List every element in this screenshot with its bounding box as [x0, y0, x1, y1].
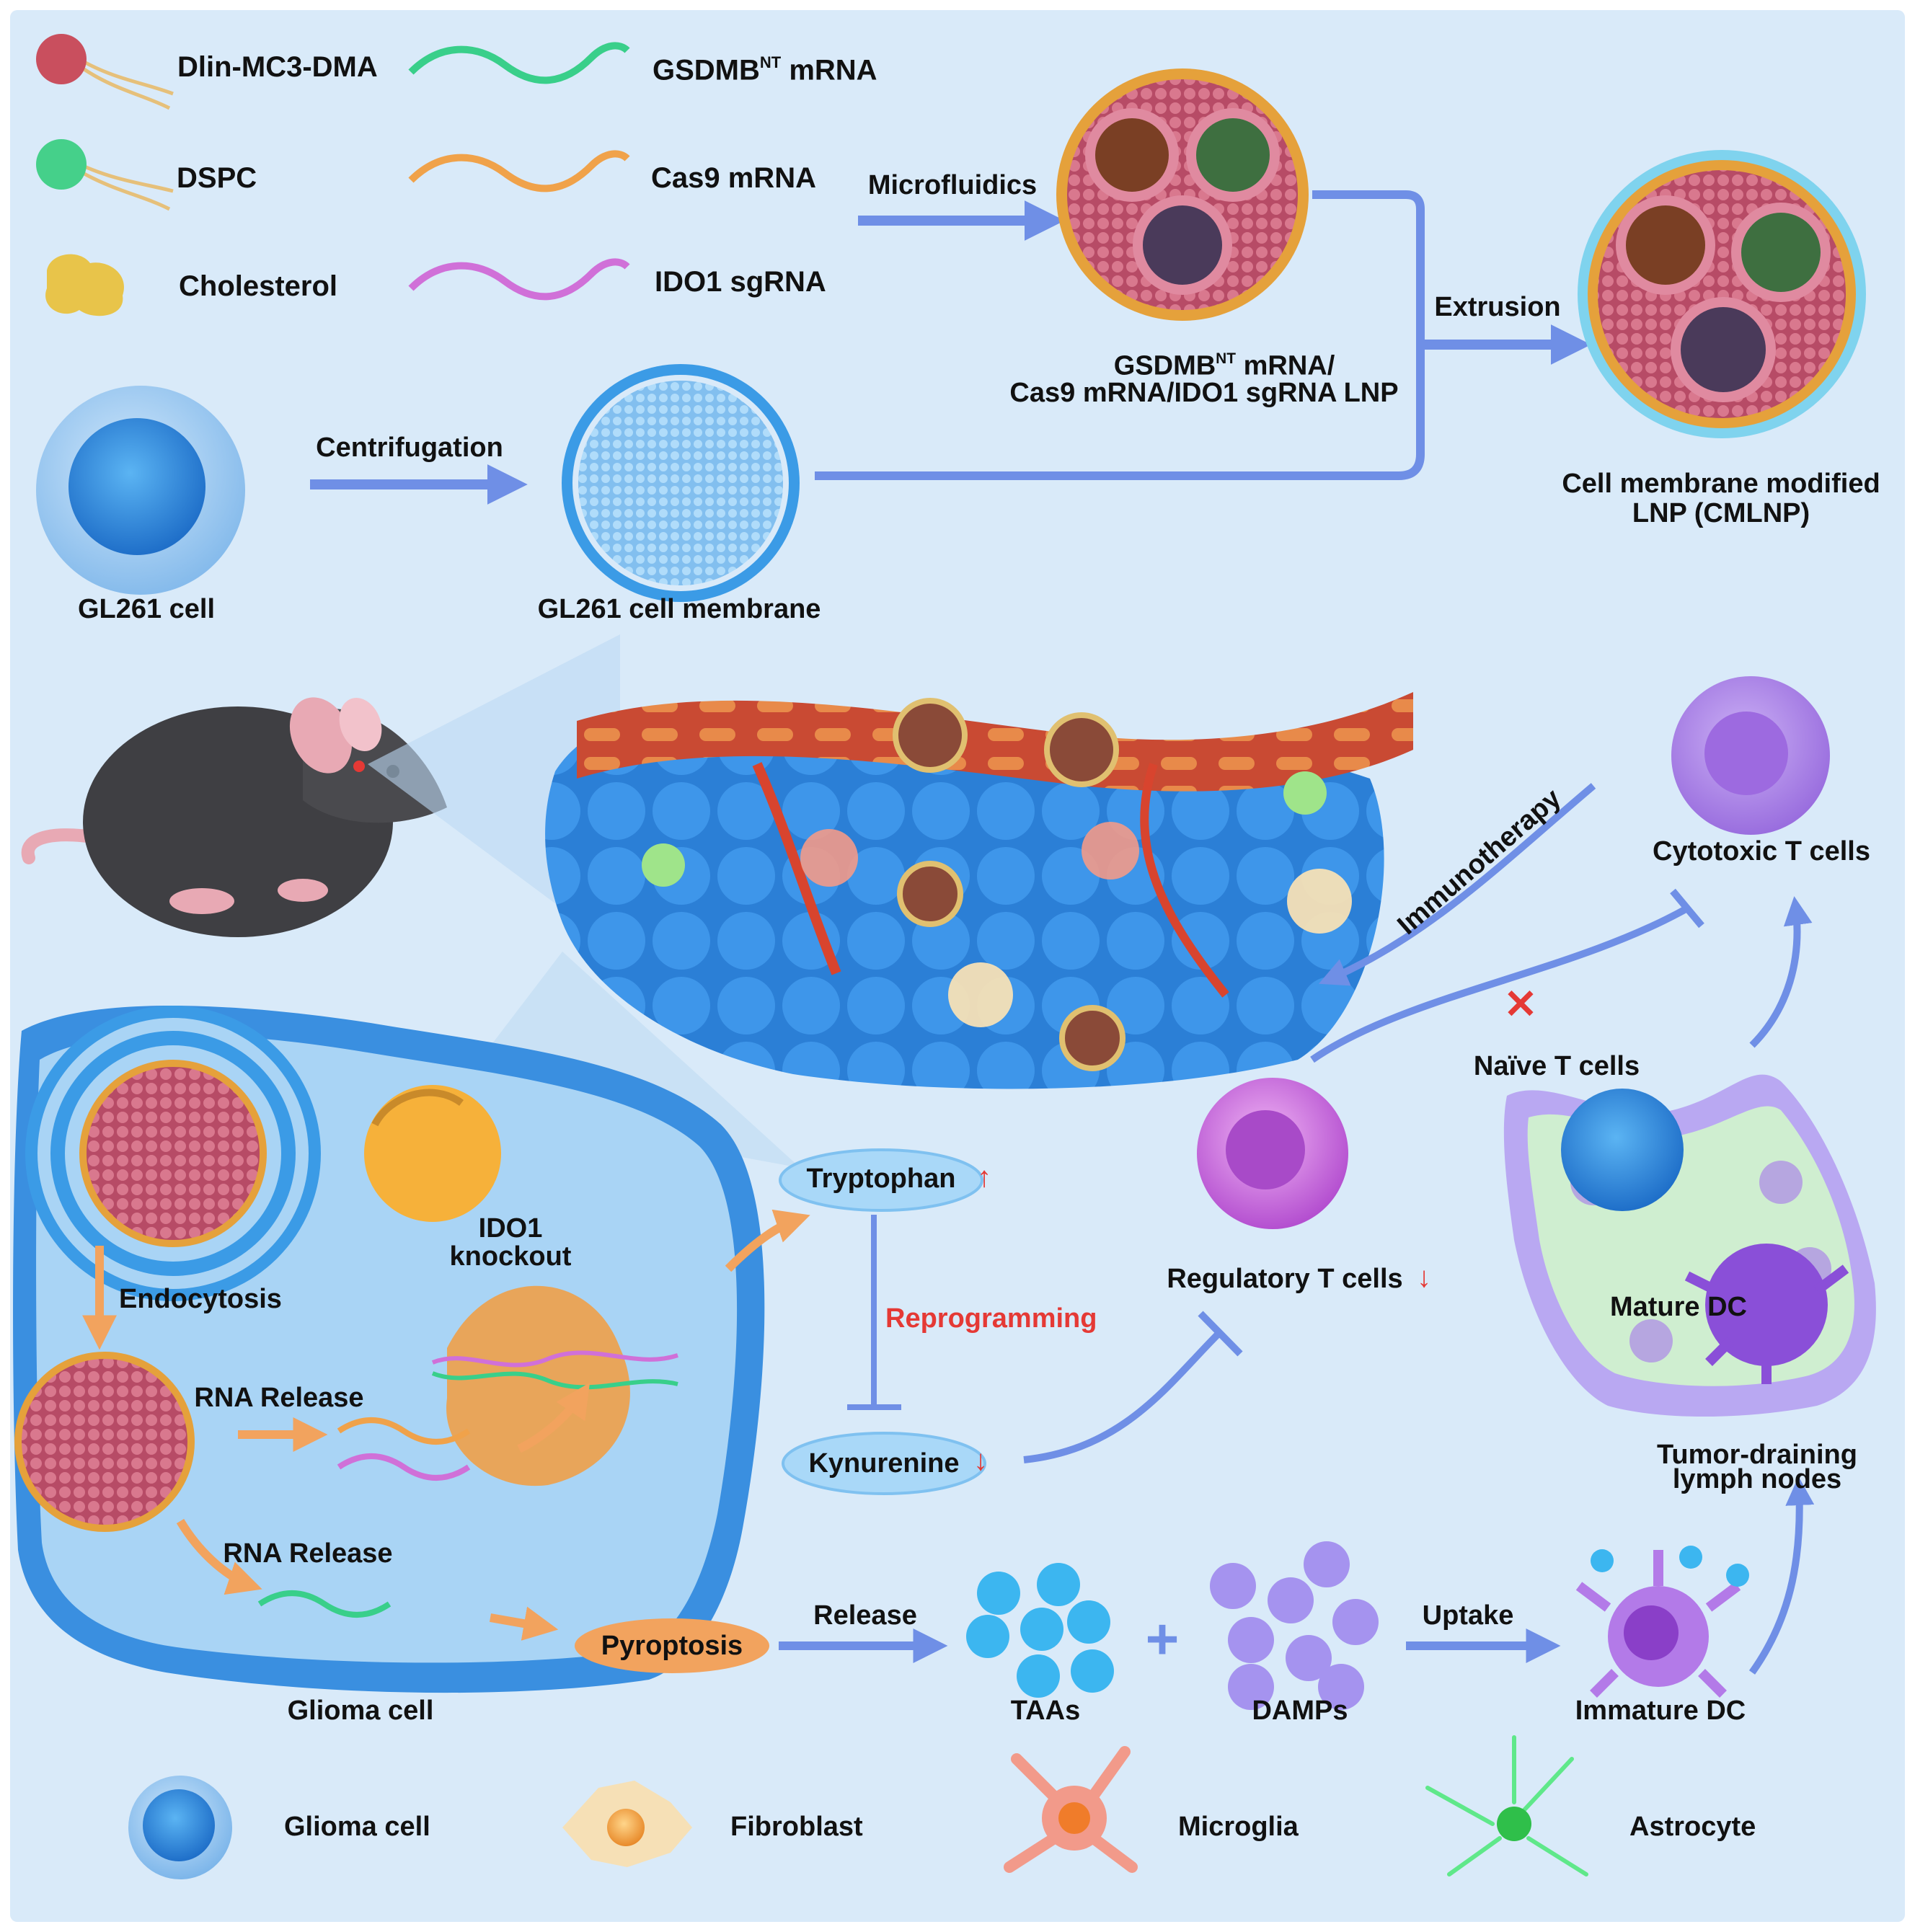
cas9-mrna-label: Cas9 mRNA: [651, 162, 816, 194]
dlin-label: Dlin-MC3-DMA: [177, 51, 378, 83]
taas-cluster: [966, 1563, 1114, 1698]
cytotoxic-t-cell-icon: [1671, 676, 1830, 835]
kynurenine-node: [782, 1432, 986, 1495]
cas9-mrna-icon: [408, 150, 630, 192]
release-label: Release: [813, 1600, 917, 1631]
kynurenine-label: Kynurenine: [808, 1448, 960, 1479]
legend-astrocyte-label: Astrocyte: [1629, 1812, 1756, 1842]
cytotoxic-t-label: Cytotoxic T cells: [1653, 836, 1870, 867]
mature-dc-label: Mature DC: [1609, 1292, 1748, 1322]
immunotherapy-arrow: [1318, 783, 1596, 986]
uptake-label: Uptake: [1422, 1600, 1514, 1631]
extrusion-label: Extrusion: [1434, 292, 1561, 322]
tdln-label-line1: Tumor-draining: [1657, 1440, 1857, 1470]
regulatory-t-down-arrow: ↓: [1417, 1262, 1431, 1293]
lnp-to-extrusion-connector: [815, 190, 1425, 480]
legend-microglia-icon: [1004, 1746, 1138, 1873]
regulatory-t-label: Regulatory T cells: [1167, 1264, 1403, 1294]
damps-label: DAMPs: [1252, 1696, 1348, 1726]
immature-dc-label: Immature DC: [1575, 1696, 1746, 1726]
gl261-cell-label: GL261 cell: [77, 594, 216, 624]
ido1-sgrna-icon: [408, 258, 630, 301]
gl261-membrane-vesicle: [562, 364, 800, 602]
damps-cluster: [1210, 1541, 1379, 1710]
immature-dc-icon: [1575, 1546, 1749, 1698]
cholesterol-label: Cholesterol: [179, 270, 338, 302]
legend-fibroblast-icon: [562, 1781, 692, 1867]
tryptophan-up-arrow: ↑: [977, 1161, 991, 1193]
ido1-knockout-line1: IDO1: [478, 1213, 543, 1244]
microfluidics-label: Microfluidics: [867, 170, 1038, 200]
lnp-label-line2: Cas9 mRNA/IDO1 sgRNA LNP: [1009, 378, 1399, 408]
cmlnp-label-line2: LNP (CMLNP): [1632, 498, 1810, 528]
lnp-particle: [1056, 68, 1309, 321]
plus-sign: +: [1145, 1607, 1180, 1671]
cmlnp-particle: [1578, 150, 1866, 438]
rna-release-arrow-2: [176, 1518, 262, 1595]
kynurenine-down-arrow: ↓: [973, 1445, 988, 1476]
legend-glioma-label: Glioma cell: [284, 1812, 430, 1842]
to-pyroptosis-arrow: [489, 1606, 559, 1641]
pyroptosis-node: [575, 1618, 769, 1673]
regulatory-t-cell-icon: [1197, 1078, 1348, 1229]
ido1-sgrna-label: IDO1 sgRNA: [655, 266, 826, 298]
rna-release-label-2: RNA Release: [223, 1538, 393, 1569]
treg-to-cytotoxic-bar: [1670, 888, 1704, 929]
ido1-knockout-line2: knockout: [449, 1241, 572, 1272]
tryptophan-label: Tryptophan: [806, 1164, 956, 1194]
dspc-lipid-icon: [36, 139, 174, 211]
treg-to-cytotoxic-inhibition: [1310, 905, 1689, 1063]
reprogramming-label: Reprogramming: [885, 1303, 1097, 1334]
immunotherapy-label: Immunotherapy: [1392, 783, 1567, 941]
kynurenine-to-treg-bar: [1198, 1311, 1243, 1357]
naive-t-label: Naïve T cells: [1473, 1051, 1640, 1081]
tryptophan-node: [779, 1148, 983, 1212]
cholesterol-icon: [45, 254, 124, 316]
tdln-label-line2: lymph nodes: [1672, 1464, 1842, 1494]
legend-glioma-icon: [128, 1776, 232, 1879]
gl261-membrane-label: GL261 cell membrane: [537, 594, 821, 624]
blocked-cross: ✕: [1503, 981, 1538, 1027]
taas-label: TAAs: [1010, 1696, 1081, 1726]
tumor-tissue-illustration: [545, 692, 1413, 1089]
kynurenine-to-treg-inhibition: [1023, 1331, 1221, 1463]
gl261-cell-icon: [36, 386, 245, 595]
naive-to-cytotoxic-arrow: [1749, 896, 1813, 1048]
gsdmb-mrna-icon: [408, 42, 630, 84]
immature-dc-to-lymph-node-arrow: [1748, 1476, 1815, 1675]
legend-fibroblast-label: Fibroblast: [730, 1812, 863, 1842]
lnp-label-line1: GSDMBNT mRNA/: [1113, 350, 1335, 381]
glioma-cell-label: Glioma cell: [287, 1696, 434, 1726]
centrifugation-label: Centrifugation: [316, 433, 503, 463]
dspc-label: DSPC: [177, 162, 257, 194]
rna-to-ido1-arrow: [517, 1383, 590, 1453]
legend-astrocyte-icon: [1425, 1735, 1588, 1876]
pyroptosis-label: Pyroptosis: [601, 1631, 743, 1661]
lymph-node-illustration: [1503, 1074, 1876, 1417]
gsdmb-mrna-label: GSDMBNT mRNA: [653, 53, 877, 87]
cmlnp-label-line1: Cell membrane modified: [1562, 469, 1880, 499]
dlin-lipid-icon: [36, 34, 174, 110]
rna-release-label-1: RNA Release: [194, 1383, 364, 1413]
legend-microglia-label: Microglia: [1178, 1812, 1299, 1842]
to-tryptophan-arrow: [725, 1209, 810, 1272]
glioma-cell-cutaway: [13, 1006, 765, 1693]
endocytosis-label: Endocytosis: [119, 1284, 282, 1314]
